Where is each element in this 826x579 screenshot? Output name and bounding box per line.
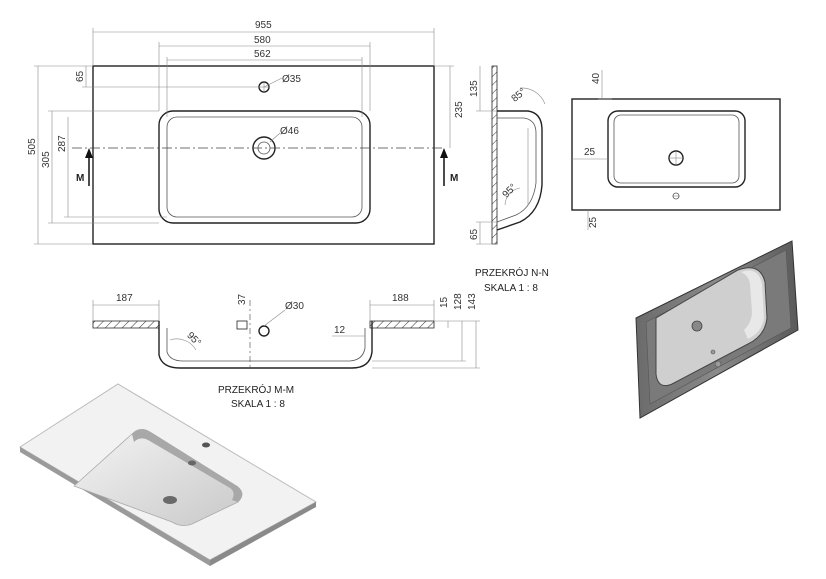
dim-305: 305 [41, 151, 52, 168]
nn-dim-135: 135 [469, 80, 480, 97]
dim-drain-hole: Ø46 [280, 126, 299, 137]
underside-basin [655, 267, 768, 387]
nn-title: PRZEKRÓJ N-N [475, 266, 549, 279]
basin-inner-outline [166, 116, 363, 218]
nn-angle-85: 85° [510, 86, 529, 104]
vanity-top-outline [92, 65, 435, 245]
mm-basin-profile [158, 321, 373, 369]
mm-slab-right [369, 320, 435, 329]
dim-562: 562 [254, 49, 271, 60]
section-mark-left: M [76, 173, 84, 184]
mm-slab-left [92, 320, 160, 329]
nn-angle-95: 95° [501, 182, 519, 200]
section-arrow-left [85, 148, 93, 158]
dim-tap-hole: Ø35 [282, 74, 301, 85]
mm-dim-188: 188 [392, 293, 409, 304]
mm-dim-12: 12 [334, 325, 346, 336]
basin-outer-outline [158, 110, 371, 224]
mm-dim-187: 187 [116, 293, 133, 304]
mm-angle-95: 95° [184, 330, 202, 348]
dim-580: 580 [254, 35, 271, 46]
small-dim-25b: 25 [588, 216, 599, 228]
small-dim-40: 40 [591, 72, 602, 84]
section-nn: 135 65 85° 95° PRZEKRÓJ N-N SKALA 1 : 8 [469, 65, 549, 294]
nn-slab [491, 65, 498, 245]
mm-scale: SKALA 1 : 8 [231, 399, 285, 410]
nn-dim-65: 65 [469, 228, 480, 240]
small-view: 40 25 25 [571, 70, 781, 230]
section-arrow-right [440, 148, 448, 158]
topside-drain [163, 496, 177, 504]
dim-287: 287 [57, 135, 68, 152]
small-dim-25a: 25 [584, 147, 596, 158]
mm-dim-143: 143 [467, 293, 478, 310]
render-topside [19, 383, 318, 566]
nn-scale: SKALA 1 : 8 [484, 283, 538, 294]
dim-955: 955 [255, 20, 272, 31]
small-top-outline [571, 98, 781, 211]
section-mark-right: M [450, 173, 458, 184]
nn-basin-profile [496, 110, 543, 231]
mm-dim-37: 37 [237, 293, 248, 305]
top-view: M M 955 580 562 505 305 287 65 235 [27, 20, 465, 245]
mm-dim-128: 128 [453, 293, 464, 310]
dim-235: 235 [454, 101, 465, 118]
section-mm: 187 188 37 Ø30 15 128 143 12 95° PRZEKRÓ… [92, 293, 480, 410]
mm-title: PRZEKRÓJ M-M [218, 383, 294, 396]
render-underside [635, 240, 799, 419]
dim-65-top: 65 [75, 70, 86, 82]
dim-505: 505 [27, 138, 38, 155]
small-basin-outer [607, 110, 746, 188]
mm-dim-hole30: Ø30 [285, 301, 304, 312]
mm-tap-hole [258, 325, 270, 337]
mm-dim-15: 15 [439, 296, 450, 308]
topside-tap-hole [202, 442, 210, 448]
